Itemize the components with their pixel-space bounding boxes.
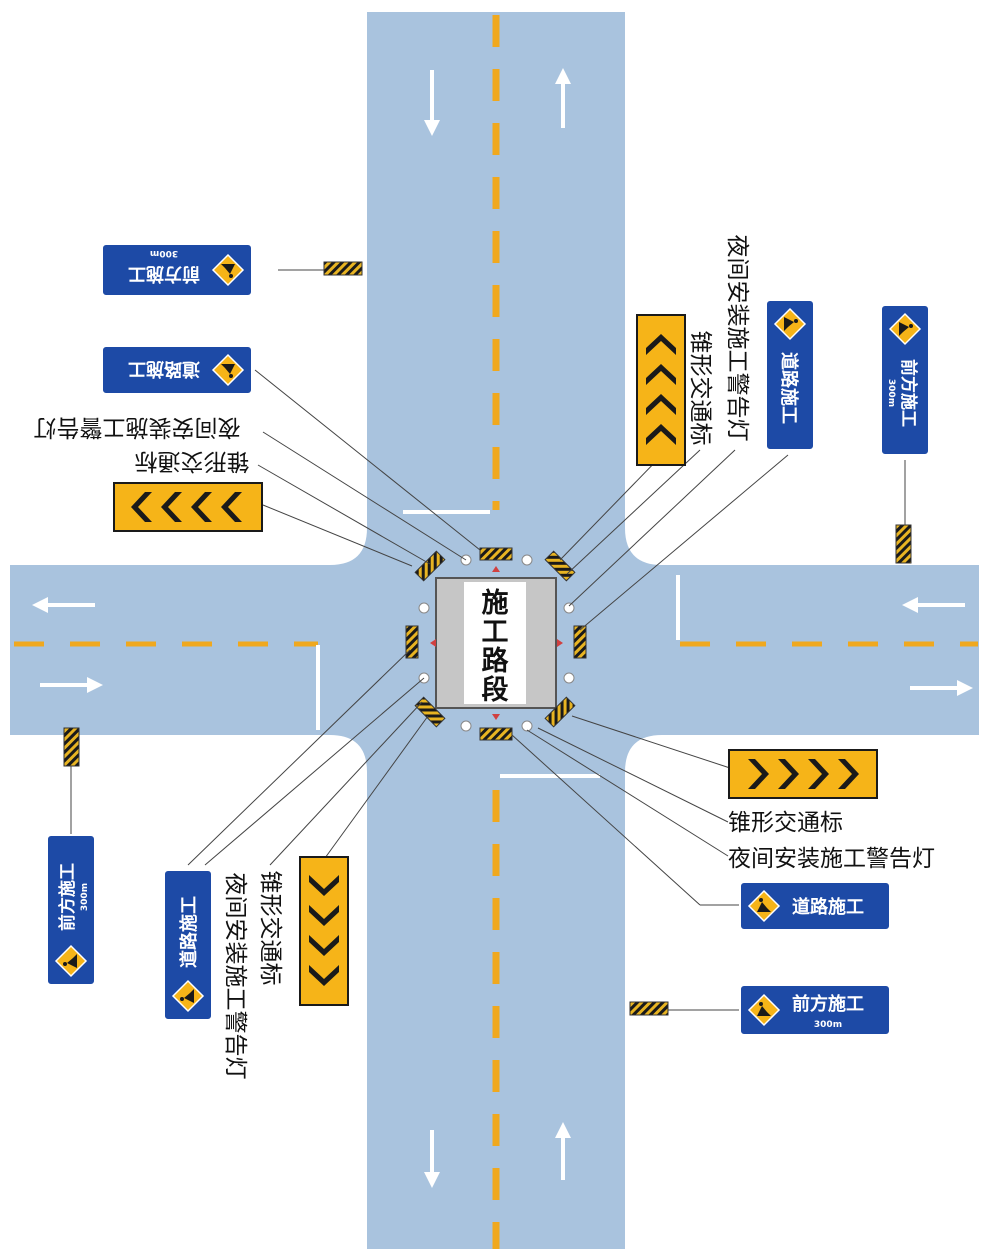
sign-ahead-work-south: 前方施工 300m bbox=[739, 984, 891, 1036]
svg-text:300m: 300m bbox=[814, 1020, 842, 1030]
lane-markings bbox=[14, 15, 978, 1249]
sign-ahead-work-west: 前方施工 300m bbox=[46, 834, 96, 986]
svg-text:300m: 300m bbox=[80, 883, 90, 911]
barrier-icon bbox=[479, 727, 513, 741]
chevron-panel-left bbox=[113, 482, 263, 532]
svg-text:前方施工: 前方施工 bbox=[792, 993, 864, 1015]
chevron-panel-top bbox=[636, 314, 686, 466]
chevron-panel-right bbox=[728, 749, 878, 799]
sign-road-work-north: 道路施工 bbox=[101, 345, 253, 395]
sign-road-work-south: 道路施工 bbox=[739, 881, 891, 931]
sign-ahead-work-north: 前方施工 300m bbox=[101, 243, 253, 297]
svg-text:道路施工: 道路施工 bbox=[128, 358, 200, 380]
barrier-icon bbox=[544, 696, 576, 728]
label-cone-marker-nw: 锥形交通标 bbox=[135, 448, 250, 474]
sign-road-work-east: 道路施工 bbox=[765, 299, 815, 451]
barrier-icon bbox=[629, 1001, 669, 1016]
svg-text:前方施工: 前方施工 bbox=[57, 863, 78, 931]
work-zone-char: 工 bbox=[482, 617, 509, 648]
leader-lines bbox=[70, 269, 906, 1011]
warning-light-icon bbox=[460, 720, 472, 732]
label-cone-marker-se: 锥形交通标 bbox=[728, 810, 843, 836]
svg-text:道路施工: 道路施工 bbox=[178, 896, 200, 968]
label-warning-light-se: 夜间安装施工警告灯 bbox=[728, 846, 935, 872]
label-cone-marker-sw: 锥形交通标 bbox=[257, 871, 283, 986]
svg-text:前方施工: 前方施工 bbox=[128, 263, 200, 285]
work-zone-char: 施 bbox=[482, 588, 509, 619]
label-warning-light-sw: 夜间安装施工警告灯 bbox=[222, 873, 248, 1080]
labels: 夜间安装施工警告灯 锥形交通标 锥形交通标 夜间安装施工警告灯 锥形交通标 夜间… bbox=[34, 235, 936, 1080]
sign-road-work-west: 道路施工 bbox=[163, 869, 213, 1021]
barrier-icon bbox=[573, 625, 587, 659]
barrier-icon bbox=[479, 547, 513, 561]
svg-text:前方施工: 前方施工 bbox=[898, 359, 919, 427]
label-warning-light-ne: 夜间安装施工警告灯 bbox=[724, 235, 750, 442]
chevron-panel-bottom bbox=[299, 856, 349, 1006]
svg-text:300m: 300m bbox=[886, 379, 896, 407]
label-cone-marker-ne: 锥形交通标 bbox=[687, 331, 713, 446]
sign-ahead-work-east: 前方施工 300m bbox=[880, 304, 930, 456]
warning-light-icon bbox=[521, 720, 533, 732]
barrier-icon bbox=[414, 696, 446, 728]
barrier-icon bbox=[895, 524, 912, 564]
warning-lights bbox=[418, 554, 575, 732]
barrier-icon bbox=[405, 625, 419, 659]
zone-barriers bbox=[63, 261, 912, 1016]
label-warning-light-nw: 夜间安装施工警告灯 bbox=[34, 414, 241, 440]
warning-light-icon bbox=[563, 602, 575, 614]
work-zone-char: 段 bbox=[482, 675, 509, 706]
barrier-icon bbox=[323, 261, 363, 276]
barrier-icon bbox=[63, 727, 80, 767]
work-zone-char: 路 bbox=[482, 645, 510, 677]
work-zone: 施 工 路 段 bbox=[435, 577, 557, 709]
svg-text:300m: 300m bbox=[150, 248, 178, 258]
svg-text:道路施工: 道路施工 bbox=[778, 352, 800, 424]
warning-light-icon bbox=[563, 672, 575, 684]
svg-text:道路施工: 道路施工 bbox=[792, 896, 864, 918]
warning-light-icon bbox=[521, 554, 533, 566]
warning-light-icon bbox=[418, 602, 430, 614]
